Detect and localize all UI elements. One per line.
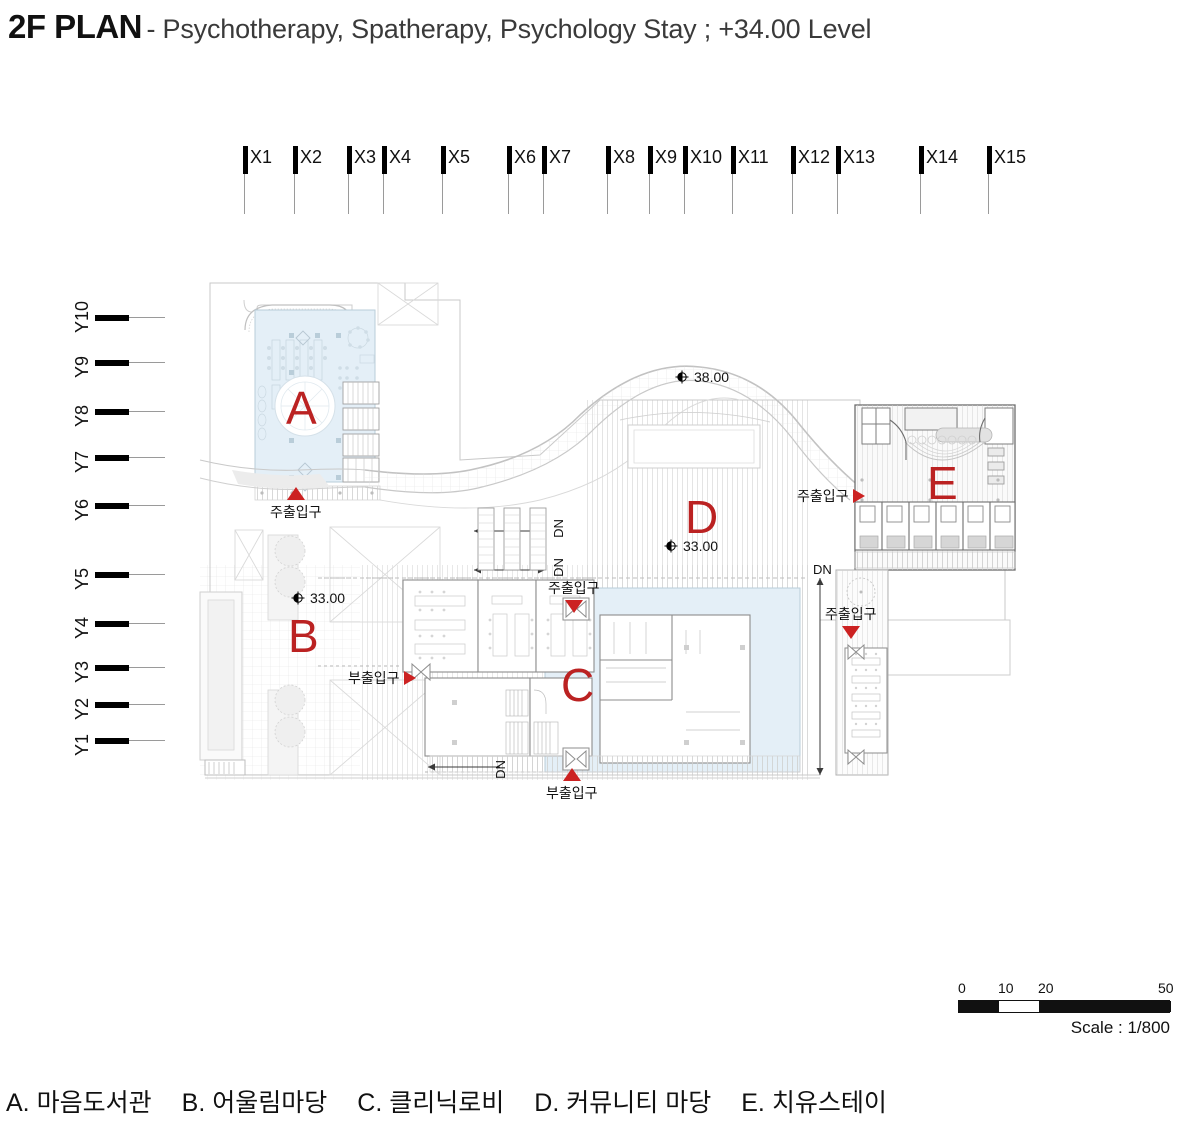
grid-tick-stem [129,411,165,412]
grid-tick-stem [129,740,165,741]
grid-tick-bar [95,455,129,461]
grid-tick-stem [129,574,165,575]
entrance-marker: 주출입구 [270,487,322,522]
scale-bar-graphic [958,1000,1171,1013]
entrance-arrow-icon [403,671,416,685]
dn-direction-label: DN [550,519,566,538]
grid-tick-bar [95,665,129,671]
zone-label-a: A [286,382,317,434]
scale-tick-0: 0 [958,980,966,996]
grid-tick-bar [95,503,129,509]
entrance-arrow-icon [564,600,583,613]
elevation-marker: 33.00 [664,538,718,554]
zone-label-b: B [288,610,319,662]
grid-tick-label: Y8 [72,404,92,427]
elevation-symbol-icon [291,591,305,605]
legend-item-c: C.클리닉로비 [357,1083,504,1119]
legend-name: 커뮤니티 마당 [566,1089,712,1117]
grid-tick-stem [129,317,165,318]
entrance-marker: 주출입구 [548,578,600,613]
legend-item-b: B.어울림마당 [182,1083,328,1119]
grid-tick-stem [129,362,165,363]
entrance-arrow-icon [852,489,865,503]
grid-tick-stem [129,457,165,458]
zone-label-d: D [685,491,719,543]
scale-bar-segment [999,1001,1039,1012]
entrance-arrow-icon [562,768,581,781]
grid-tick-label: Y7 [72,450,92,473]
entrance-label: 주출입구 [797,488,849,504]
grid-tick-stem [129,704,165,705]
legend-key: B. [181,1089,206,1117]
grid-tick-stem [129,505,165,506]
legend-key: E. [741,1089,765,1117]
scale-tick-50: 50 [1158,980,1174,996]
scale-caption: Scale : 1/800 [1070,1018,1170,1037]
elevation-value: 33.00 [683,538,719,554]
entrance-marker: 주출입구 [825,604,877,639]
elevation-value: 33.00 [310,590,346,606]
elevation-symbol-icon [675,370,689,384]
entrance-arrow-icon [286,487,305,500]
zone-legend: A.마음도서관 B.어울림마당 C.클리닉로비 D.커뮤니티 마당 E.치유스테이 [6,1083,1196,1119]
legend-name: 치유스테이 [771,1089,887,1117]
page-title: 2F PLAN - Psychotherapy, Spatherapy, Psy… [8,8,872,46]
legend-name: 어울림마당 [212,1089,328,1117]
legend-key: C. [357,1089,383,1117]
grid-tick-label: Y9 [72,355,92,378]
grid-tick-label: Y10 [72,300,92,333]
dn-direction-label: DN [550,558,566,577]
grid-tick-bar [95,572,129,578]
zone-label-e: E [927,457,958,509]
grid-tick-label: Y3 [72,660,92,683]
grid-tick-stem [129,623,165,624]
elevation-marker: 38.00 [675,369,729,385]
legend-item-a: A.마음도서관 [6,1083,152,1119]
grid-tick-label: Y4 [72,616,92,639]
grid-tick-label: Y5 [72,567,92,590]
grid-tick-stem [129,667,165,668]
scale-tick-20: 20 [1038,980,1054,996]
grid-tick-bar [95,315,129,321]
scale-tick-10: 10 [998,980,1014,996]
dn-direction-label: DN [813,562,832,577]
entrance-label: 부출입구 [348,670,400,686]
grid-tick-bar [95,409,129,415]
entrance-label: 부출입구 [546,785,598,801]
grid-tick-bar [95,621,129,627]
entrance-label: 주출입구 [270,504,322,520]
scale-bar-segment [959,1001,999,1012]
entrance-marker: 부출입구 [348,668,416,688]
elevation-symbol-icon [664,539,678,553]
legend-key: D. [534,1089,560,1117]
elevation-value: 38.00 [694,369,730,385]
dn-direction-label: DN [492,760,508,779]
grid-tick-bar [95,738,129,744]
entrance-marker: 주출입구 [797,486,865,506]
legend-name: 클리닉로비 [389,1089,505,1117]
scale-bar-segment [1039,1001,1171,1012]
legend-item-d: D.커뮤니티 마당 [534,1083,711,1119]
entrance-label: 주출입구 [548,580,600,596]
title-main: 2F PLAN [8,8,143,45]
grid-tick-bar [95,702,129,708]
entrance-arrow-icon [841,626,860,639]
scale-bar: 0 10 20 50 Scale : 1/800 [958,980,1178,1038]
entrance-marker: 부출입구 [546,768,598,803]
elevation-marker: 33.00 [291,590,345,606]
grid-tick-bar [95,360,129,366]
legend-key: A. [6,1089,30,1117]
grid-tick-label: Y6 [72,498,92,521]
legend-name: 마음도서관 [36,1089,152,1117]
grid-tick-label: Y1 [72,733,92,756]
title-subtitle: - Psychotherapy, Spatherapy, Psychology … [146,14,872,44]
scale-tick-labels: 0 10 20 50 [958,980,1178,998]
grid-tick-label: Y2 [72,697,92,720]
zone-label-c: C [561,659,595,711]
legend-item-e: E.치유스테이 [741,1083,887,1119]
entrance-label: 주출입구 [825,606,877,622]
